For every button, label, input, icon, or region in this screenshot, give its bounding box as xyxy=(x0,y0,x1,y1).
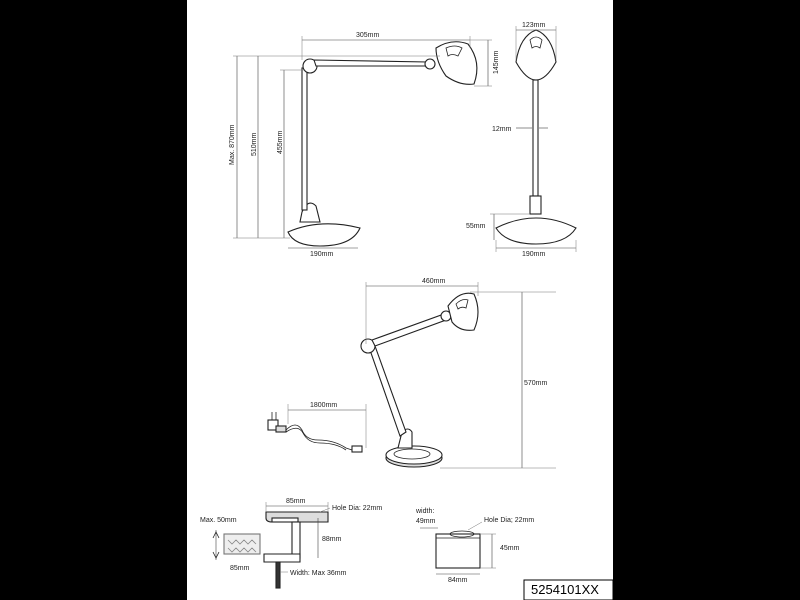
insert-dimensions: width: 49mm Hole Dia; 22mm 45mm 84mm xyxy=(415,508,534,584)
clamp-dimensions: 85mm Hole Dia: 22mm Max. 50mm 88mm 85mm … xyxy=(200,498,382,577)
insert-width-value: 49mm xyxy=(416,518,436,525)
clamp-width-max-label: Width: Max 36mm xyxy=(290,570,347,577)
front-view-lamp xyxy=(495,29,577,245)
clamp-hole-dia-label: Hole Dia: 22mm xyxy=(332,505,382,512)
side-view-lamp xyxy=(287,41,478,247)
max-height-label: Max. 870mm xyxy=(229,124,236,165)
extended-view-dimensions: 460mm 570mm xyxy=(365,278,556,469)
clamp-drawing xyxy=(223,511,329,589)
front-head-width-label: 123mm xyxy=(522,22,546,29)
extended-view-lamp xyxy=(360,292,479,468)
insert-width-label: width: xyxy=(415,508,434,515)
side-view-dimensions: 305mm 145mm Max. 870mm 510mm 455mm 190mm xyxy=(229,32,500,258)
insert-hole-dia-label: Hole Dia; 22mm xyxy=(484,517,534,524)
insert-height-label: 45mm xyxy=(500,545,520,552)
cable-length-label: 1800mm xyxy=(310,402,337,409)
cable-dimension: 1800mm xyxy=(287,402,367,448)
clamp-height-label: 88mm xyxy=(322,536,342,543)
clamp-top-width-label: 85mm xyxy=(286,498,306,505)
clamp-max-thickness-label: Max. 50mm xyxy=(200,517,237,524)
product-code: 5254101XX xyxy=(531,582,599,597)
front-base-width-label: 190mm xyxy=(522,251,546,258)
side-arm-length-label: 305mm xyxy=(356,32,380,39)
product-code-box: 5254101XX xyxy=(523,579,614,600)
insert-drawing xyxy=(435,530,481,569)
side-base-width-label: 190mm xyxy=(310,251,334,258)
side-head-height-label: 145mm xyxy=(493,50,500,74)
base-height-label: 55mm xyxy=(466,223,486,230)
stem-diameter-label: 12mm xyxy=(492,126,512,133)
extended-height-label: 570mm xyxy=(524,380,548,387)
extended-reach-label: 460mm xyxy=(422,278,446,285)
height-455-label: 455mm xyxy=(277,130,284,154)
front-view-dimensions: 123mm 12mm 55mm 190mm xyxy=(466,22,577,258)
power-cable xyxy=(267,412,363,453)
height-510-label: 510mm xyxy=(251,132,258,156)
clamp-bottom-length-label: 85mm xyxy=(230,565,250,572)
insert-length-label: 84mm xyxy=(448,577,468,584)
